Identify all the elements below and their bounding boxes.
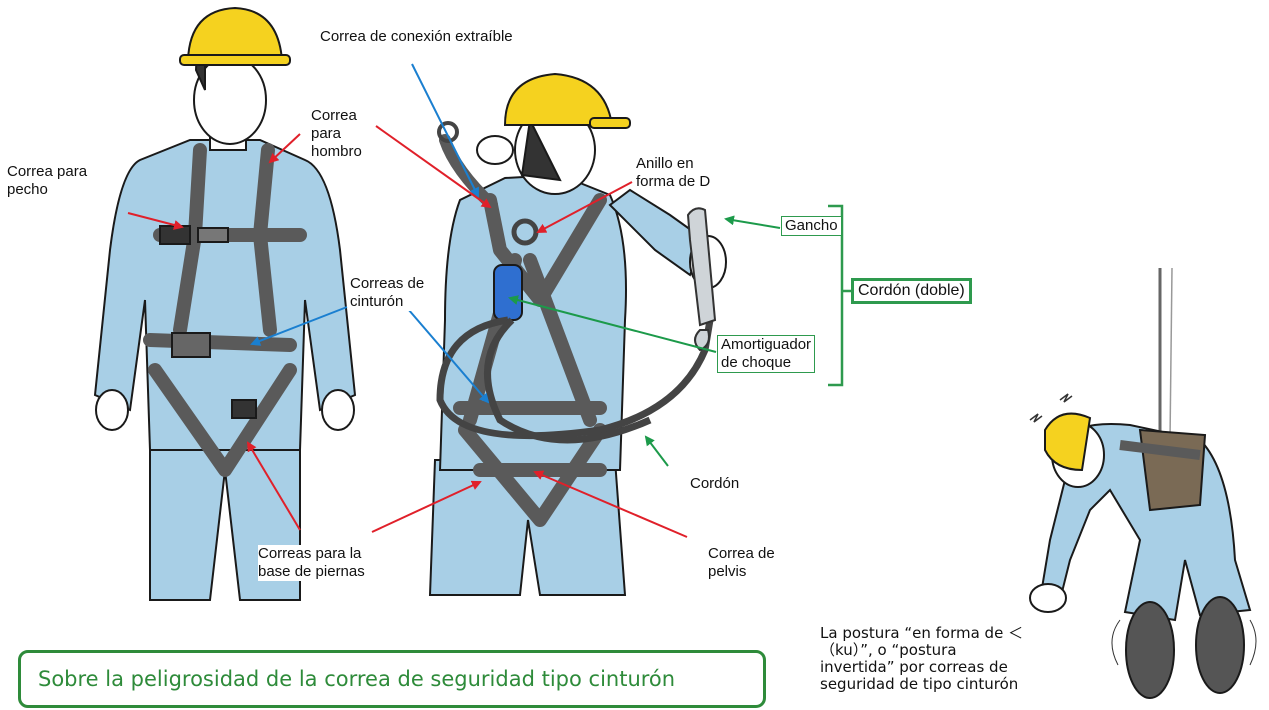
arrow-belt-front [250,306,348,346]
arrow-shoulder-strap-back [375,125,492,209]
front-helmet [179,6,291,66]
front-worker-figure [93,6,357,601]
arrow-connection-strap [411,63,479,198]
hanging-worker-figure [1029,267,1257,699]
label-connection-strap: Correa de conexión extraíble [320,28,513,46]
arrow-leg-back [371,480,482,533]
label-leg-straps: Correas para la base de piernas [258,545,365,581]
label-shock-absorber: Amortiguador de choque [717,335,816,373]
front-harness-straps [143,143,307,477]
annotation-arrows [127,63,852,538]
back-helmet [503,72,631,129]
arrow-leg-front [246,441,301,531]
arrow-shoulder-strap-front [268,133,301,164]
inverted-posture-caption: La postura “en forma de ＜ （ku）”, o “post… [820,624,1024,693]
label-lanyard-double: Cordón (doble) [851,278,972,304]
label-d-ring: Anillo en forma de D [636,155,711,191]
label-belt-straps: Correas de cinturón [350,275,425,311]
label-chest-strap: Correa para pecho [7,163,88,199]
danger-banner: Sobre la peligrosidad de la correa de se… [18,650,766,708]
arrow-shock-absorber [508,295,717,353]
arrow-hook [724,215,781,229]
label-lanyard: Cordón [690,475,740,493]
lanyard-bracket [828,204,852,387]
arrow-pelvis [533,470,688,538]
label-pelvis-strap: Correa de pelvis [708,545,775,581]
arrow-belt-back [401,301,490,404]
back-worker-figure [428,72,727,596]
arrow-d-ring [536,181,633,233]
arrow-chest-strap [127,212,184,230]
label-shoulder-strap: Correa para hombro [311,107,362,161]
arrow-lanyard [644,435,669,467]
label-hook: Gancho [781,216,842,236]
